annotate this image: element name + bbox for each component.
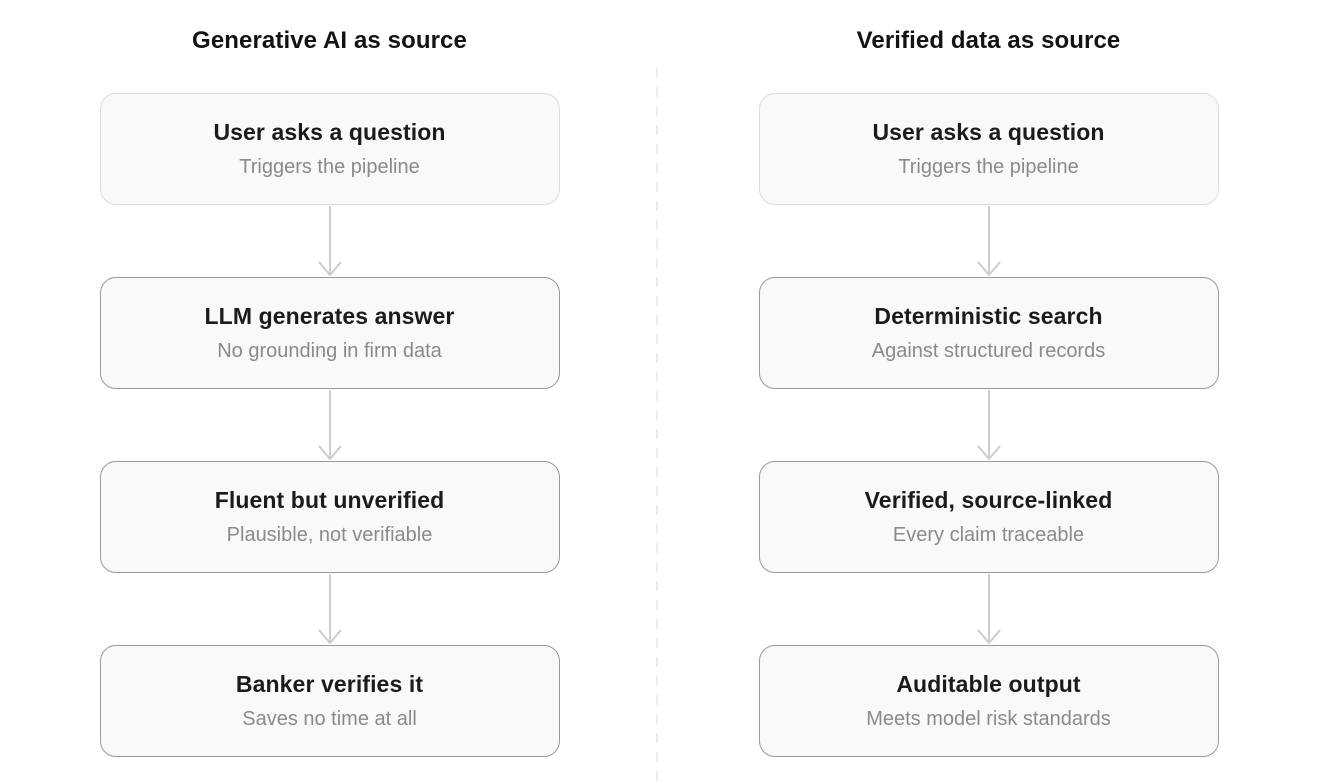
step-subtitle: Saves no time at all — [242, 708, 417, 730]
step-subtitle: Plausible, not verifiable — [226, 524, 433, 546]
column-divider — [656, 68, 658, 784]
down-arrow-icon — [317, 206, 342, 277]
step-title: Verified, source-linked — [864, 487, 1113, 513]
flow-step-user-question: User asks a question Triggers the pipeli… — [99, 93, 560, 205]
step-title: Auditable output — [896, 671, 1081, 697]
down-arrow-icon — [976, 390, 1001, 461]
flow-step-banker-verifies: Banker verifies it Saves no time at all — [99, 645, 560, 757]
step-subtitle: Against structured records — [871, 340, 1106, 362]
step-title: User asks a question — [872, 119, 1105, 145]
step-subtitle: Triggers the pipeline — [898, 156, 1079, 178]
down-arrow-icon — [976, 574, 1001, 645]
flow-step-fluent-unverified: Fluent but unverified Plausible, not ver… — [99, 461, 560, 573]
step-title: Banker verifies it — [235, 671, 424, 697]
step-subtitle: No grounding in firm data — [217, 340, 442, 362]
step-subtitle: Meets model risk standards — [866, 708, 1111, 730]
flow-step-user-question: User asks a question Triggers the pipeli… — [758, 93, 1219, 205]
step-title: Fluent but unverified — [214, 487, 445, 513]
flow-step-llm-generates: LLM generates answer No grounding in fir… — [99, 277, 560, 389]
flow-step-auditable-output: Auditable output Meets model risk standa… — [758, 645, 1219, 757]
down-arrow-icon — [317, 574, 342, 645]
down-arrow-icon — [976, 206, 1001, 277]
step-title: Deterministic search — [874, 303, 1103, 329]
down-arrow-icon — [317, 390, 342, 461]
step-title: LLM generates answer — [204, 303, 455, 329]
step-title: User asks a question — [213, 119, 446, 145]
step-subtitle: Triggers the pipeline — [239, 156, 420, 178]
column-verified-data: Verified data as source User asks a ques… — [659, 0, 1318, 784]
step-subtitle: Every claim traceable — [892, 524, 1085, 546]
column-title: Generative AI as source — [192, 27, 467, 54]
flow-step-deterministic-search: Deterministic search Against structured … — [758, 277, 1219, 389]
column-generative-ai: Generative AI as source User asks a ques… — [99, 27, 560, 757]
flow-step-verified-source-linked: Verified, source-linked Every claim trac… — [758, 461, 1219, 573]
column-title: Verified data as source — [856, 27, 1121, 54]
